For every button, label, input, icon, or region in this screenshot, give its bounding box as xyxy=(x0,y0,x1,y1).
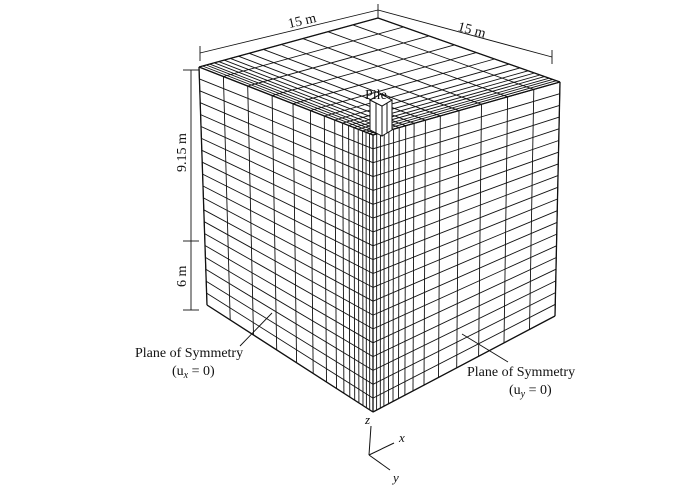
plane-right-condition: (uy = 0) xyxy=(509,383,552,400)
mesh-left-horizontal xyxy=(201,137,374,219)
mesh-right-horizontal xyxy=(372,175,559,247)
mesh-top-line xyxy=(247,35,430,87)
pile-label: Pile xyxy=(365,88,387,103)
mesh-right-horizontal xyxy=(372,268,557,358)
mesh-top-line xyxy=(369,80,557,135)
mesh-left-horizontal xyxy=(206,292,374,399)
mesh-top-line xyxy=(365,78,553,133)
mesh-right-horizontal xyxy=(372,93,560,150)
mesh-right-horizontal xyxy=(372,233,557,316)
mesh-right-horizontal xyxy=(372,116,560,178)
mesh-top-line xyxy=(206,64,381,134)
mesh-top-line xyxy=(209,63,385,133)
dim-label-height-upper: 9.15 m xyxy=(175,133,190,172)
mesh-left-horizontal xyxy=(203,197,374,288)
mesh-top-line xyxy=(248,52,426,121)
mesh-left-horizontal xyxy=(205,268,374,371)
mesh-top-line xyxy=(292,52,477,105)
mesh-top-line xyxy=(263,48,441,117)
mesh-top-line xyxy=(218,61,394,130)
mesh-left-horizontal xyxy=(202,173,374,261)
dimension-lines xyxy=(183,4,553,311)
mesh-outline-edge xyxy=(372,315,556,413)
mesh-left-horizontal xyxy=(199,78,374,150)
axis-triad xyxy=(368,425,395,471)
dim-line-top-left xyxy=(199,9,379,54)
axis-y-label: y xyxy=(391,470,399,485)
plane-left-condition: (ux = 0) xyxy=(172,364,215,381)
mesh-right-horizontal xyxy=(372,151,559,219)
mesh-right-horizontal xyxy=(372,280,556,371)
axis-z-label: z xyxy=(364,412,370,427)
mesh-outline-edge xyxy=(372,81,561,136)
mesh-left-horizontal xyxy=(205,280,374,385)
mesh-left-horizontal xyxy=(203,221,374,316)
mesh-top-line xyxy=(352,24,534,90)
mesh-right-horizontal xyxy=(372,140,559,205)
dim-label-top-left: 15 m xyxy=(287,11,318,32)
mesh-top-line xyxy=(302,38,482,105)
mesh-left-horizontal xyxy=(203,209,374,302)
mesh-left-horizontal xyxy=(201,149,374,233)
leader-right xyxy=(461,333,509,363)
mesh-right-horizontal xyxy=(372,186,558,261)
mesh-top-line xyxy=(324,63,510,117)
mesh-left-horizontal xyxy=(204,233,374,330)
mesh-top-line xyxy=(281,44,460,112)
dim-line-top-right xyxy=(377,9,553,58)
mesh-top-line xyxy=(271,44,455,97)
mesh-left-horizontal xyxy=(200,114,374,191)
mesh-right-horizontal xyxy=(372,221,558,302)
mesh-outline-edge xyxy=(198,17,379,68)
mesh-top-line xyxy=(327,31,508,98)
mesh-left-horizontal xyxy=(199,90,374,164)
mesh-left-horizontal xyxy=(204,245,374,344)
mesh-top-line xyxy=(214,62,390,131)
mesh-outline-edge xyxy=(554,81,561,317)
mesh-right-horizontal xyxy=(372,210,558,288)
mesh-right-horizontal xyxy=(372,198,558,274)
mesh-right-horizontal xyxy=(372,104,560,164)
mesh-outline-edge xyxy=(198,66,208,306)
mesh-outline-edge xyxy=(377,17,561,83)
mesh-right-horizontal xyxy=(372,292,556,385)
axis-x-label: x xyxy=(398,430,405,445)
mesh-outline-edge xyxy=(206,304,374,413)
mesh-left-horizontal xyxy=(202,185,374,274)
mesh-outline-edge xyxy=(198,66,374,136)
mesh-top-line xyxy=(223,26,404,77)
mesh-right-horizontal xyxy=(372,245,557,330)
plane-left-title: Plane of Symmetry xyxy=(135,346,243,361)
mesh-left-horizontal xyxy=(205,257,374,357)
mesh-top-line xyxy=(362,77,550,132)
axis-y-line xyxy=(368,454,391,471)
finite-element-mesh xyxy=(198,17,561,413)
mesh-top-line xyxy=(202,65,377,135)
dim-label-top-right: 15 m xyxy=(456,20,487,42)
mesh-right-horizontal xyxy=(372,303,556,399)
mesh-left-horizontal xyxy=(200,126,374,205)
leader-left xyxy=(239,312,273,347)
mesh-right-horizontal xyxy=(372,128,560,191)
dim-label-height-lower: 6 m xyxy=(175,266,190,288)
axis-z-line xyxy=(368,425,372,456)
mesh-top-line xyxy=(310,58,495,111)
mesh-left-horizontal xyxy=(202,161,374,247)
mesh-right-horizontal xyxy=(372,163,559,233)
leader-lines xyxy=(239,312,509,363)
mesh-right-horizontal xyxy=(372,257,557,344)
axis-x-line xyxy=(368,442,395,456)
pile xyxy=(368,93,394,137)
mesh-top-line xyxy=(334,67,521,121)
mesh-left-horizontal xyxy=(200,102,374,178)
plane-right-title: Plane of Symmetry xyxy=(467,365,575,380)
